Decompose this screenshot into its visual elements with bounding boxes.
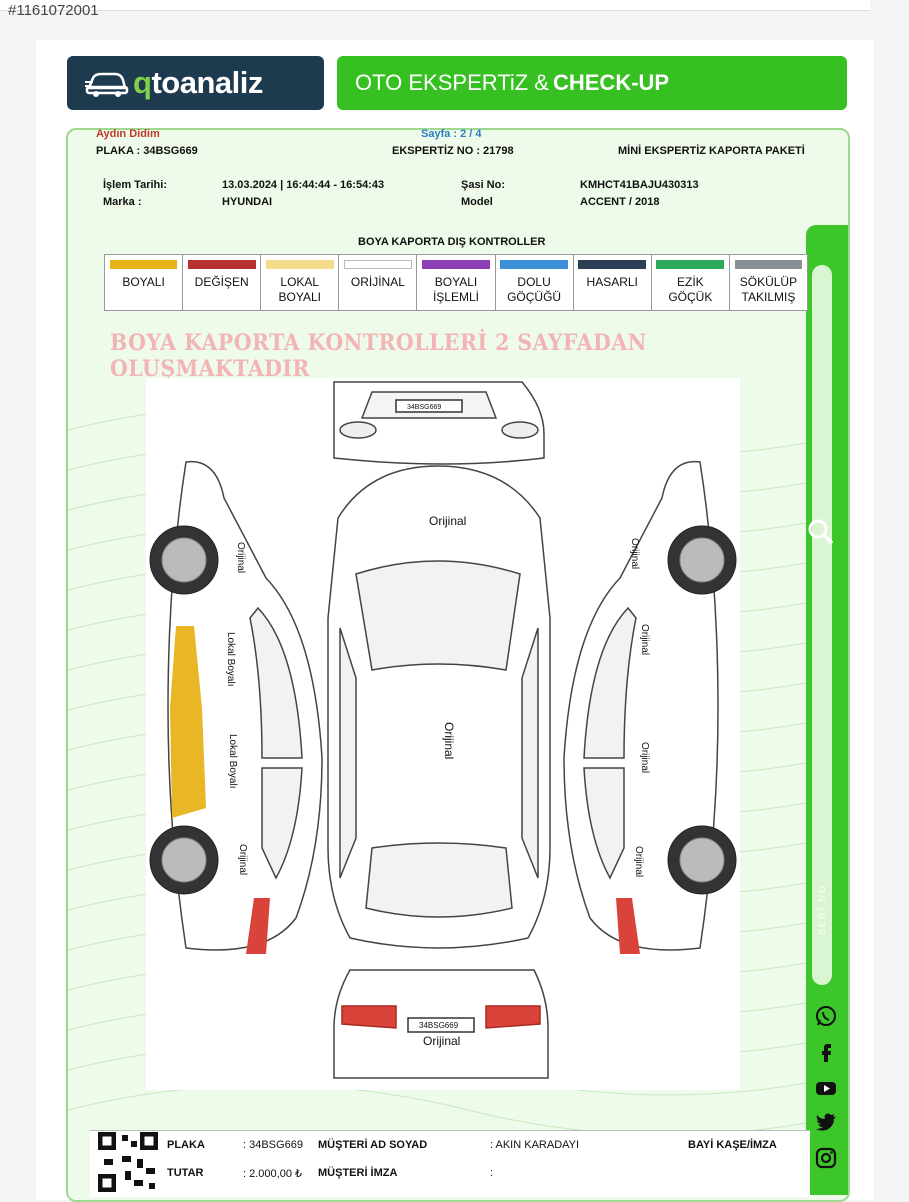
left-rear-fender-status: Orijinal bbox=[237, 844, 248, 876]
car-outline-drawing bbox=[149, 381, 737, 1079]
legend-swatch bbox=[578, 260, 647, 269]
top-bar bbox=[0, 0, 870, 11]
package-name: MİNİ EKSPERTİZ KAPORTA PAKETİ bbox=[618, 145, 805, 157]
left-front-fender-status: Orijinal bbox=[235, 542, 246, 574]
header-title: OTO EKSPERTiZ & bbox=[355, 70, 549, 95]
qr-code[interactable] bbox=[98, 1132, 158, 1192]
model-label: Model bbox=[461, 196, 493, 208]
car-logo-icon bbox=[85, 72, 129, 97]
customer-name-label: MÜŞTERİ AD SOYAD bbox=[318, 1139, 428, 1151]
right-rear-fender-status: Orijinal bbox=[633, 846, 644, 878]
legend-swatch bbox=[500, 260, 569, 269]
trunk-status: Orijinal bbox=[423, 1034, 461, 1048]
legend-swatch bbox=[343, 260, 412, 269]
header-banner: OTO EKSPERTiZ & CHECK-UP bbox=[337, 56, 847, 110]
legend-swatch bbox=[109, 260, 178, 269]
hood-status: Orijinal bbox=[429, 514, 467, 528]
right-rear-door-status: Orijinal bbox=[639, 742, 650, 774]
side-bar-inner bbox=[812, 265, 832, 985]
branch-name: Aydın Didim bbox=[96, 128, 160, 140]
instagram-icon[interactable] bbox=[814, 1146, 838, 1170]
footer-plate-value: : 34BSG669 bbox=[243, 1139, 303, 1151]
roof-status: Orijinal bbox=[442, 722, 456, 760]
legend-item: HASARLI bbox=[574, 255, 652, 310]
sasi-label: Şasi No: bbox=[461, 179, 506, 191]
car-diagram: 34BSG669 Orijinal Orijinal Orijinal 34BS… bbox=[146, 378, 740, 1090]
twitter-icon[interactable] bbox=[814, 1110, 838, 1134]
islem-value: 13.03.2024 | 16:44:44 - 16:54:43 bbox=[222, 179, 385, 191]
left-rear-door-status: Lokal Boyalı bbox=[227, 734, 238, 789]
right-front-fender-status: Orijinal bbox=[629, 538, 640, 570]
marka-value: HYUNDAI bbox=[222, 196, 273, 208]
legend-item: BOYALI bbox=[105, 255, 184, 310]
legend-swatch bbox=[734, 260, 803, 269]
model-value: ACCENT / 2018 bbox=[580, 196, 660, 208]
customer-signature-value: : bbox=[490, 1167, 494, 1179]
dealer-stamp-label: BAYİ KAŞE/İMZA bbox=[688, 1139, 777, 1151]
marka-label: Marka : bbox=[103, 196, 142, 208]
page-number: Sayfa : 2 / 4 bbox=[421, 128, 482, 140]
facebook-icon[interactable] bbox=[814, 1040, 838, 1064]
left-front-door-status: Lokal Boyalı bbox=[225, 632, 236, 687]
logo: qtoanaliz bbox=[67, 56, 324, 110]
islem-label: İşlem Tarihi: bbox=[103, 179, 167, 191]
amount-label: TUTAR bbox=[167, 1167, 204, 1179]
customer-signature-label: MÜŞTERİ İMZA bbox=[318, 1167, 398, 1179]
legend-title: BOYA KAPORTA DIŞ KONTROLLER bbox=[358, 236, 546, 248]
logo-text: qtoanaliz bbox=[133, 65, 263, 100]
legend-swatch bbox=[265, 260, 334, 269]
sasi-value: KMHCT41BAJU430313 bbox=[580, 179, 699, 191]
legend-swatch bbox=[187, 260, 256, 269]
plate-line: PLAKA : 34BSG669 bbox=[96, 145, 198, 157]
footer-plate-label: PLAKA bbox=[167, 1139, 205, 1151]
youtube-icon[interactable] bbox=[814, 1076, 838, 1100]
zoom-icon[interactable] bbox=[806, 517, 834, 545]
front-plate: 34BSG669 bbox=[407, 404, 442, 411]
rear-plate: 34BSG669 bbox=[419, 1021, 459, 1030]
legend-swatch bbox=[656, 260, 725, 269]
amount-value: : 2.000,00 ₺ bbox=[243, 1168, 302, 1180]
footer bbox=[90, 1130, 810, 1197]
legend-swatch bbox=[422, 260, 490, 269]
serial-label: SERİ NO bbox=[817, 883, 827, 935]
notice-banner: BOYA KAPORTA KONTROLLERİ 2 SAYFADAN OLUŞ… bbox=[110, 330, 647, 382]
listing-id: #1161072001 bbox=[8, 2, 99, 19]
legend-item: DEĞİŞEN bbox=[183, 255, 262, 310]
right-front-door-status: Orijinal bbox=[639, 624, 650, 656]
expertise-no: EKSPERTİZ NO : 21798 bbox=[392, 145, 514, 157]
whatsapp-icon[interactable] bbox=[814, 1004, 838, 1028]
customer-name-value: : AKIN KARADAYI bbox=[490, 1139, 580, 1151]
header-title-bold: CHECK-UP bbox=[552, 70, 670, 95]
legend-item: ORİJİNAL bbox=[339, 255, 418, 310]
